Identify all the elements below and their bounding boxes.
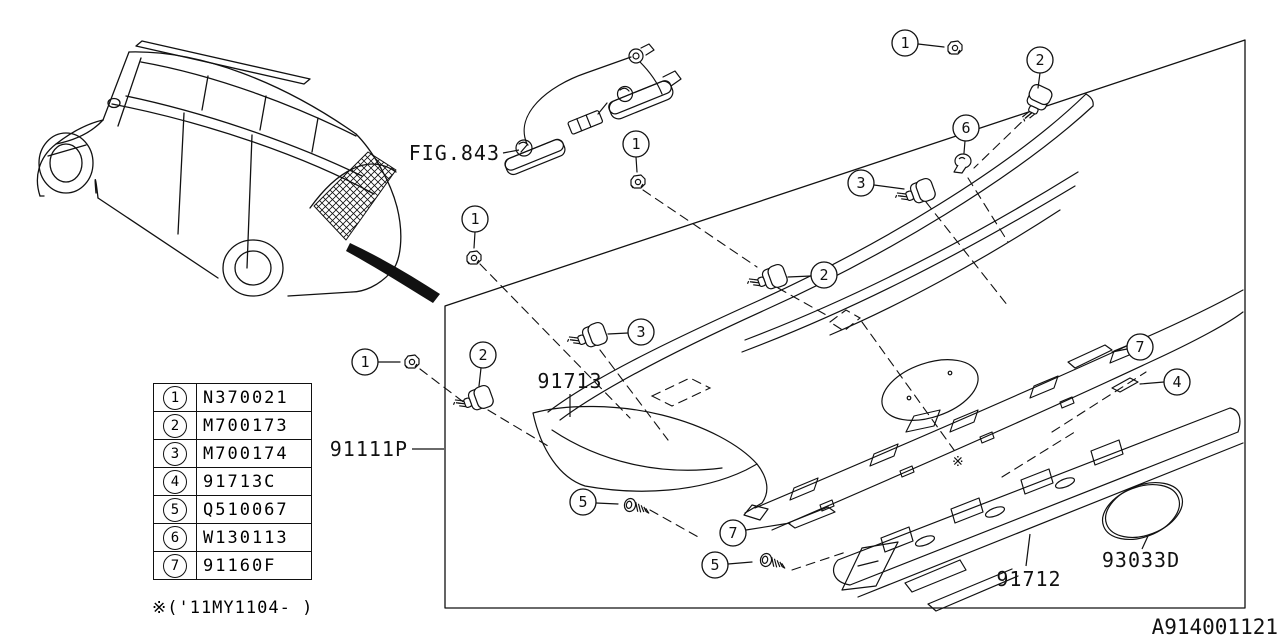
callout-1b[interactable]: 1 <box>622 130 650 173</box>
callout-7[interactable]: 7 <box>719 519 791 547</box>
part-code-cell[interactable]: M700173 <box>196 411 312 440</box>
part-ref-cell[interactable]: 5 <box>153 495 197 524</box>
fig843-label[interactable]: FIG.843 <box>409 141 500 165</box>
callout-4[interactable]: 4 <box>1139 368 1191 396</box>
svg-text:1: 1 <box>900 34 909 52</box>
bolt-icon <box>892 176 938 212</box>
svg-text:1: 1 <box>360 353 369 371</box>
drawing-code: A914001121 <box>1152 615 1278 639</box>
svg-text:2: 2 <box>478 346 487 364</box>
part-code-cell[interactable]: 91160F <box>196 551 312 580</box>
part-label-91111p[interactable]: 91111P <box>330 437 408 461</box>
bolt-icon <box>564 320 610 356</box>
nut-icon <box>630 174 646 189</box>
callout-1c[interactable]: 1 <box>461 205 489 249</box>
bolt-icon <box>450 383 496 419</box>
nut-icon <box>404 354 420 369</box>
part-ref-cell[interactable]: 2 <box>153 411 197 440</box>
callout-2c[interactable]: 2 <box>469 341 497 387</box>
ornament-93033d[interactable] <box>1095 472 1191 549</box>
part-ref-number: 6 <box>163 525 187 550</box>
badge-opening <box>881 359 979 421</box>
screw-icon <box>758 551 788 572</box>
callouts: 1 2 6 3 1 1 2 <box>351 29 1191 579</box>
callout-7b[interactable]: 7 <box>1111 333 1154 361</box>
bolt-icon <box>744 262 790 298</box>
part-ref-number: 2 <box>163 413 187 438</box>
part-ref-cell[interactable]: 3 <box>153 439 197 468</box>
part-label-91713[interactable]: 91713 <box>537 369 602 393</box>
part-ref-number: 1 <box>163 385 187 410</box>
part-code-cell[interactable]: W130113 <box>196 523 312 552</box>
callout-3b[interactable]: 3 <box>607 318 655 346</box>
parts-table-row[interactable]: 5 Q510067 <box>153 495 312 524</box>
fig843-lamp-assembly <box>504 43 682 176</box>
svg-text:5: 5 <box>578 493 587 511</box>
clip-icon <box>953 153 972 174</box>
part-ref-cell[interactable]: 6 <box>153 523 197 552</box>
parts-table-row[interactable]: 7 91160F <box>153 551 312 580</box>
svg-text:4: 4 <box>1172 373 1181 391</box>
gate-inner-sill <box>754 289 1244 531</box>
svg-text:1: 1 <box>470 210 479 228</box>
nut-icon <box>466 250 482 265</box>
protector-91713[interactable] <box>532 405 769 521</box>
part-label-93033d[interactable]: 93033D <box>1102 548 1180 572</box>
svg-text:5: 5 <box>710 556 719 574</box>
parts-table-row[interactable]: 4 91713C <box>153 467 312 496</box>
labels: FIG.843 91713 91111P 91712 93033D ※ A914… <box>330 141 1278 639</box>
parts-table-row[interactable]: 6 W130113 <box>153 523 312 552</box>
svg-text:2: 2 <box>1035 51 1044 69</box>
part-ref-number: 4 <box>163 469 187 494</box>
pointer-swoosh <box>346 243 440 303</box>
svg-text:3: 3 <box>636 323 645 341</box>
svg-text:3: 3 <box>856 174 865 192</box>
svg-text:2: 2 <box>819 266 828 284</box>
callout-6[interactable]: 6 <box>952 114 980 154</box>
part-code-cell[interactable]: Q510067 <box>196 495 312 524</box>
callout-1d[interactable]: 1 <box>351 348 401 376</box>
part-ref-number: 3 <box>163 441 187 466</box>
screw-icon <box>622 496 652 517</box>
part-ref-number: 7 <box>163 553 187 578</box>
svg-text:1: 1 <box>631 135 640 153</box>
model-year-footnote: ※('11MY1104- ) <box>152 598 314 618</box>
callout-5b[interactable]: 5 <box>701 551 753 579</box>
parts-table-row[interactable]: 2 M700173 <box>153 411 312 440</box>
callout-2[interactable]: 2 <box>1026 46 1054 89</box>
callout-5[interactable]: 5 <box>569 488 619 516</box>
garnish-91712[interactable] <box>832 407 1244 612</box>
parts-table-row[interactable]: 1 N370021 <box>153 383 312 412</box>
alignment-dashed-lines <box>419 111 1147 571</box>
part-ref-cell[interactable]: 1 <box>153 383 197 412</box>
vehicle-illustration <box>36 40 440 303</box>
callout-1[interactable]: 1 <box>891 29 945 57</box>
part-code-cell[interactable]: M700174 <box>196 439 312 468</box>
part-ref-cell[interactable]: 4 <box>153 467 197 496</box>
part-code-cell[interactable]: 91713C <box>196 467 312 496</box>
part-ref-cell[interactable]: 7 <box>153 551 197 580</box>
diagram-boundary-box <box>444 39 1246 609</box>
asterisk-mark: ※ <box>952 454 964 470</box>
svg-text:7: 7 <box>1135 338 1144 356</box>
part-label-91712[interactable]: 91712 <box>996 567 1061 591</box>
part-code-cell[interactable]: N370021 <box>196 383 312 412</box>
callout-2b[interactable]: 2 <box>787 261 838 289</box>
nut-icon <box>947 40 963 55</box>
parts-table-row[interactable]: 3 M700174 <box>153 439 312 468</box>
svg-text:7: 7 <box>728 524 737 542</box>
rear-gate-panel <box>547 93 1094 421</box>
callout-3[interactable]: 3 <box>847 169 905 197</box>
svg-text:6: 6 <box>961 119 970 137</box>
part-ref-number: 5 <box>163 497 187 522</box>
